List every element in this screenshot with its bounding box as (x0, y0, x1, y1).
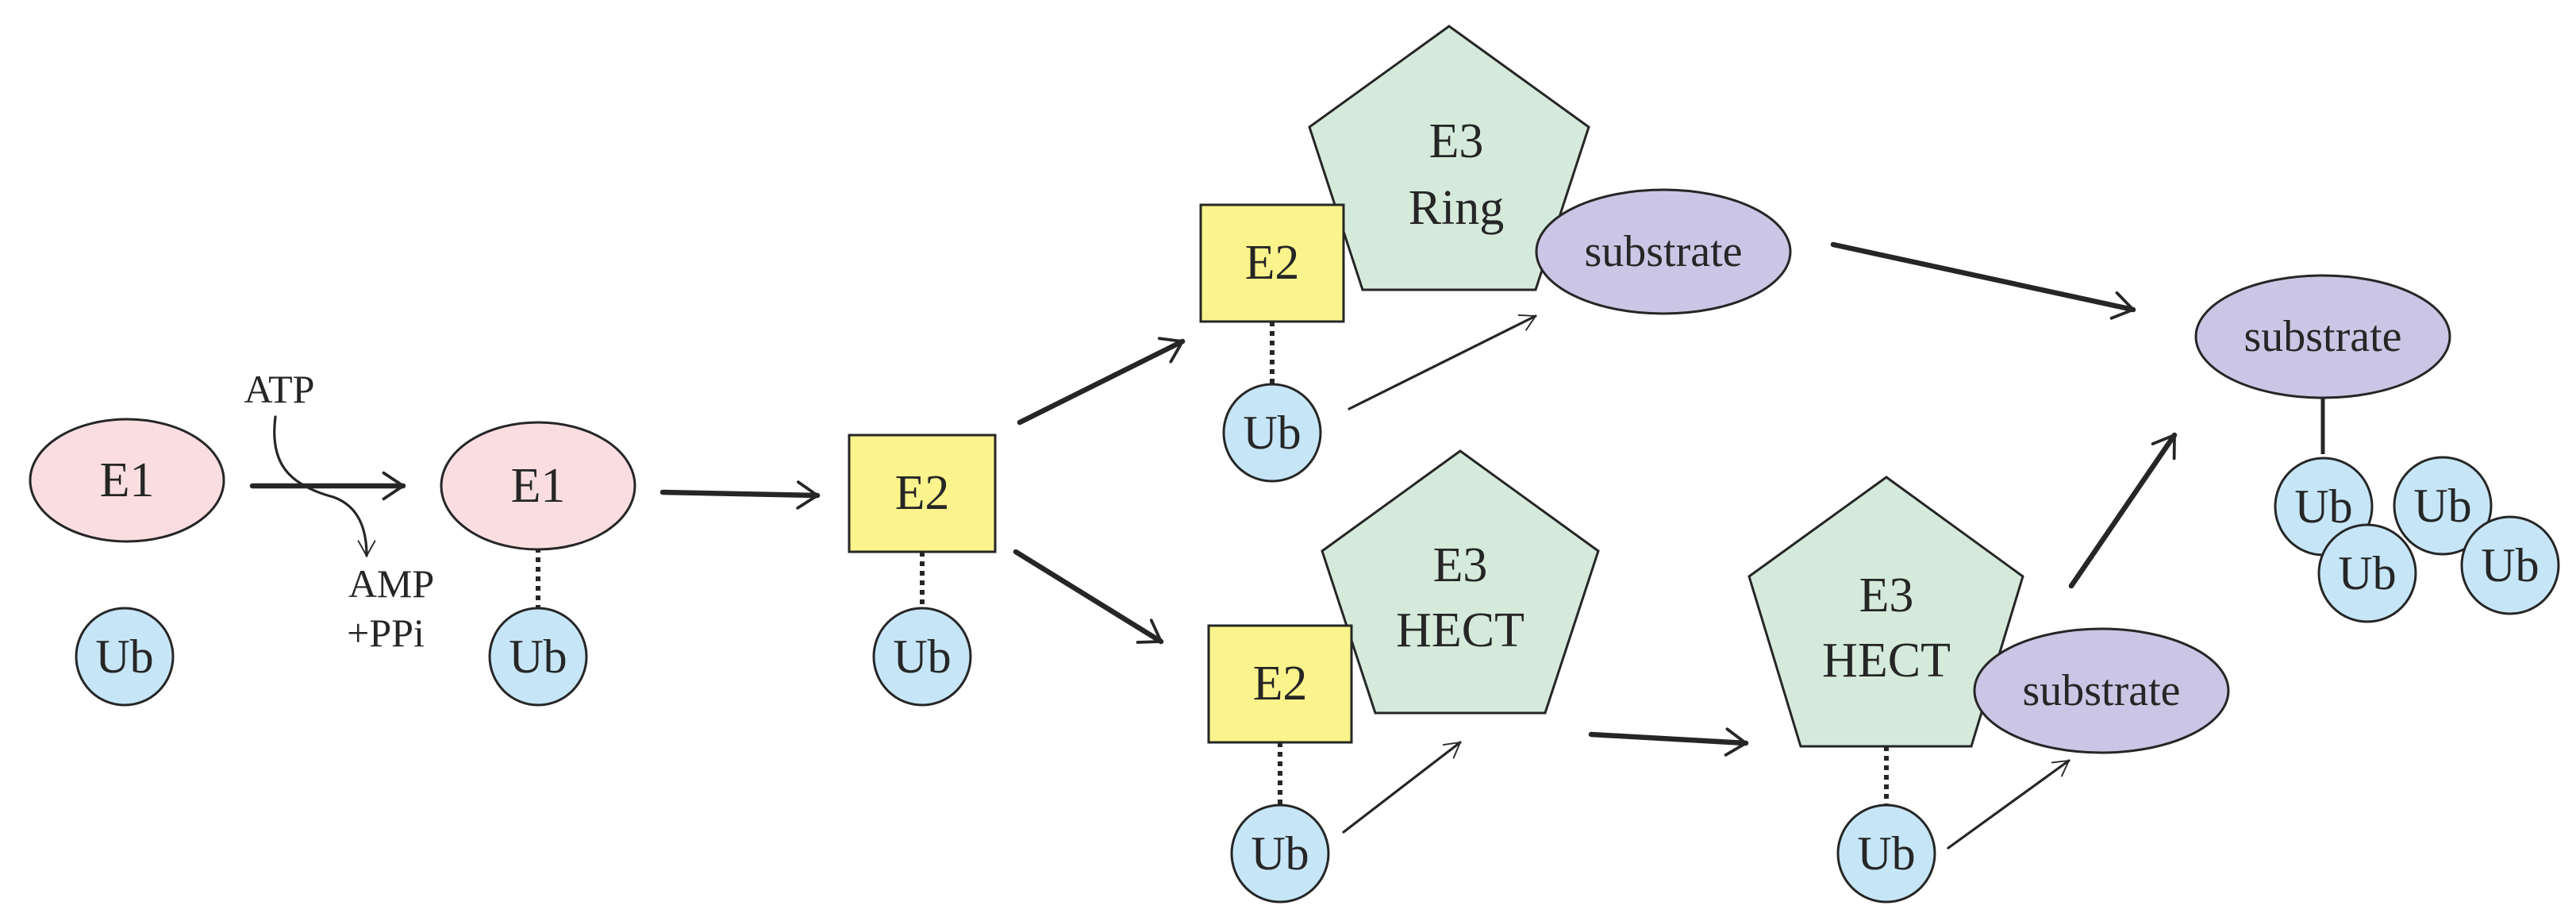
ub-transfer-arrow (1342, 741, 1462, 834)
arrow-to-ring-branch (1017, 337, 1186, 426)
e3-hect-pentagon (1321, 449, 1600, 715)
e1-ub-complex: E1 Ub (440, 421, 636, 707)
substrate-label: substrate (2243, 312, 2401, 361)
polyubiquitinated-substrate: substrate Ub Ub Ub Ub (2194, 274, 2560, 623)
arrow-ring-to-product (1830, 241, 2136, 320)
ub-circle (2460, 515, 2560, 615)
ub-circle (2393, 456, 2493, 556)
arrow-to-hect-branch (1013, 549, 1164, 645)
ub-label: Ub (2481, 539, 2539, 592)
ub-circle (75, 607, 175, 707)
e2-box (848, 434, 997, 553)
ub-label: Ub (893, 630, 951, 683)
atp-to-amp-curve (273, 415, 376, 557)
ub-circle (1222, 383, 1322, 483)
e1-label: E1 (100, 453, 155, 507)
e1-shape (29, 418, 225, 543)
ub-label: Ub (509, 630, 567, 683)
ub-chain-item: Ub (2317, 523, 2417, 623)
substrate-label: substrate (1584, 227, 1742, 276)
e2-box (1199, 203, 1345, 323)
ub-circle (488, 607, 588, 707)
ub-label: Ub (1243, 407, 1301, 459)
arrow-e1-to-e2 (659, 480, 821, 510)
e1-shape (440, 421, 636, 551)
ub-circle (2317, 523, 2417, 623)
substrate-ellipse (1535, 188, 1792, 315)
ring-e3-complex: E3 Ring E2 Ub substrate (1199, 25, 1792, 483)
ub-chain-item: Ub (2393, 456, 2493, 556)
e3-ring-pentagon (1308, 25, 1590, 291)
e2-label: E2 (1245, 236, 1300, 290)
free-ubiquitin: Ub (75, 607, 175, 707)
e3-label: E3 (1429, 114, 1484, 168)
e2-box (1207, 624, 1353, 744)
arrow-hect-to-product (2068, 432, 2178, 589)
hect-label: HECT (1396, 603, 1524, 657)
activation-step: E1 Ub ATP AMP +PPi (29, 367, 434, 707)
ppi-label: +PPi (347, 611, 425, 655)
e1-enzyme: E1 (29, 418, 225, 543)
substrate-label: substrate (2022, 666, 2180, 715)
e1-label: E1 (511, 459, 566, 513)
e3-label: E3 (1433, 538, 1488, 592)
amp-label: AMP (348, 561, 434, 606)
ub-label: Ub (2413, 480, 2471, 532)
ub-label: Ub (2338, 547, 2396, 599)
atp-label: ATP (244, 367, 315, 411)
ub-transfer-arrow (1947, 759, 2070, 850)
ub-label: Ub (95, 630, 153, 683)
hect-label: HECT (1822, 634, 1951, 688)
e2-label: E2 (1253, 657, 1308, 711)
e2-label: E2 (895, 466, 950, 520)
ub-circle (872, 607, 972, 707)
ub-circle (1836, 803, 1936, 904)
hect-e3-e2-complex: E3 HECT E2 Ub (1207, 449, 1600, 904)
ub-label: Ub (1251, 827, 1309, 880)
arrow-hect-to-transfer (1588, 727, 1749, 757)
substrate-ellipse (1973, 627, 2230, 754)
ring-label: Ring (1409, 181, 1505, 235)
substrate-ellipse (2194, 274, 2451, 399)
hect-ub-substrate-complex: E3 HECT Ub substrate (1747, 476, 2230, 904)
ub-circle (1230, 803, 1330, 904)
ub-chain-item: Ub (2460, 515, 2560, 615)
ub-transfer-arrow (1348, 314, 1537, 410)
ub-label: Ub (1857, 827, 1915, 880)
e2-ub-complex: E2 Ub (848, 434, 997, 707)
ub-label: Ub (2294, 480, 2352, 533)
e3-label: E3 (1859, 568, 1914, 622)
